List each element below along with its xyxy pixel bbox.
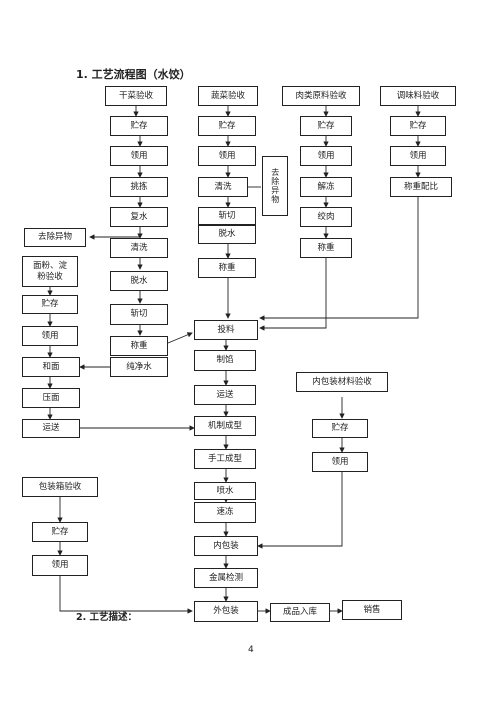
node-packaging-box-receiving: 包装箱验收 (22, 477, 98, 497)
node-purified-water: 纯净水 (110, 357, 168, 377)
node-storage: 贮存 (300, 116, 352, 136)
node-requisition: 领用 (198, 146, 256, 166)
node-packaging-box-storage: 贮存 (32, 522, 88, 542)
node-flour-starch-receiving: 面粉、淀粉验收 (22, 256, 78, 287)
node-inner-packaging-material-receiving: 内包装材料验收 (296, 372, 388, 392)
section-heading-flowchart: 1. 工艺流程图（水饺） (76, 68, 191, 81)
node-dried-vegetable-dewatering: 脱水 (110, 271, 168, 291)
node-water-spraying: 喷水 (194, 482, 256, 500)
node-meat-mincing: 绞肉 (300, 207, 352, 227)
node-machine-forming: 机制成型 (194, 416, 256, 436)
node-inner-packing: 内包装 (194, 536, 258, 556)
node-requisition: 领用 (390, 146, 446, 166)
node-packaging-box-requisition: 领用 (32, 555, 88, 576)
node-dried-vegetable-chopping: 斩切 (110, 304, 168, 325)
node-vegetable-washing: 清洗 (198, 177, 248, 197)
node-sales: 销售 (342, 600, 402, 620)
node-flour-storage: 贮存 (22, 295, 78, 314)
node-feeding: 投料 (194, 320, 258, 340)
node-dough-pressing: 压面 (22, 388, 80, 408)
node-vegetable-dewatering: 脱水 (198, 225, 256, 244)
node-sorting: 挑拣 (110, 177, 168, 197)
node-thawing: 解冻 (300, 177, 352, 197)
node-manual-forming: 手工成型 (194, 449, 256, 469)
node-metal-detection: 金属检测 (194, 568, 258, 588)
node-finished-product-storage: 成品入库 (270, 603, 330, 622)
node-vegetable-receiving: 蔬菜验收 (198, 86, 258, 106)
node-dough-transport: 运送 (22, 419, 80, 438)
node-foreign-matter-removal-vertical: 去除异物 (262, 156, 288, 216)
node-storage: 贮存 (198, 116, 256, 136)
node-outer-packing: 外包装 (194, 601, 258, 622)
node-seasoning-receiving: 调味料验收 (380, 86, 456, 106)
node-vegetable-chopping: 斩切 (198, 207, 256, 225)
node-meat-weighing: 称重 (300, 238, 352, 258)
node-dried-vegetable-weighing: 称重 (110, 336, 168, 356)
node-foreign-matter-removal: 去除异物 (24, 228, 86, 247)
node-dried-vegetable-washing: 清洗 (110, 238, 168, 258)
node-inner-packaging-storage: 贮存 (312, 419, 368, 438)
section-heading-process-description: 2. 工艺描述： (76, 612, 138, 623)
node-weighing-proportioning: 称重配比 (390, 177, 452, 197)
node-inner-packaging-requisition: 领用 (312, 452, 368, 472)
node-storage: 贮存 (390, 116, 446, 136)
node-rehydration: 复水 (110, 207, 168, 227)
node-flour-requisition: 领用 (22, 326, 78, 346)
node-storage: 贮存 (110, 116, 168, 136)
node-vegetable-weighing: 称重 (198, 258, 256, 278)
page-number: 4 (248, 645, 254, 655)
node-meat-receiving: 肉类原料验收 (282, 86, 360, 106)
node-filling-preparation: 制馅 (194, 350, 256, 371)
node-dried-vegetable-receiving: 干菜验收 (105, 86, 167, 106)
node-requisition: 领用 (110, 146, 168, 166)
node-quick-freezing: 速冻 (194, 502, 256, 523)
node-dough-mixing: 和面 (22, 357, 80, 377)
node-requisition: 领用 (300, 146, 352, 166)
node-filling-transport: 运送 (194, 385, 256, 405)
